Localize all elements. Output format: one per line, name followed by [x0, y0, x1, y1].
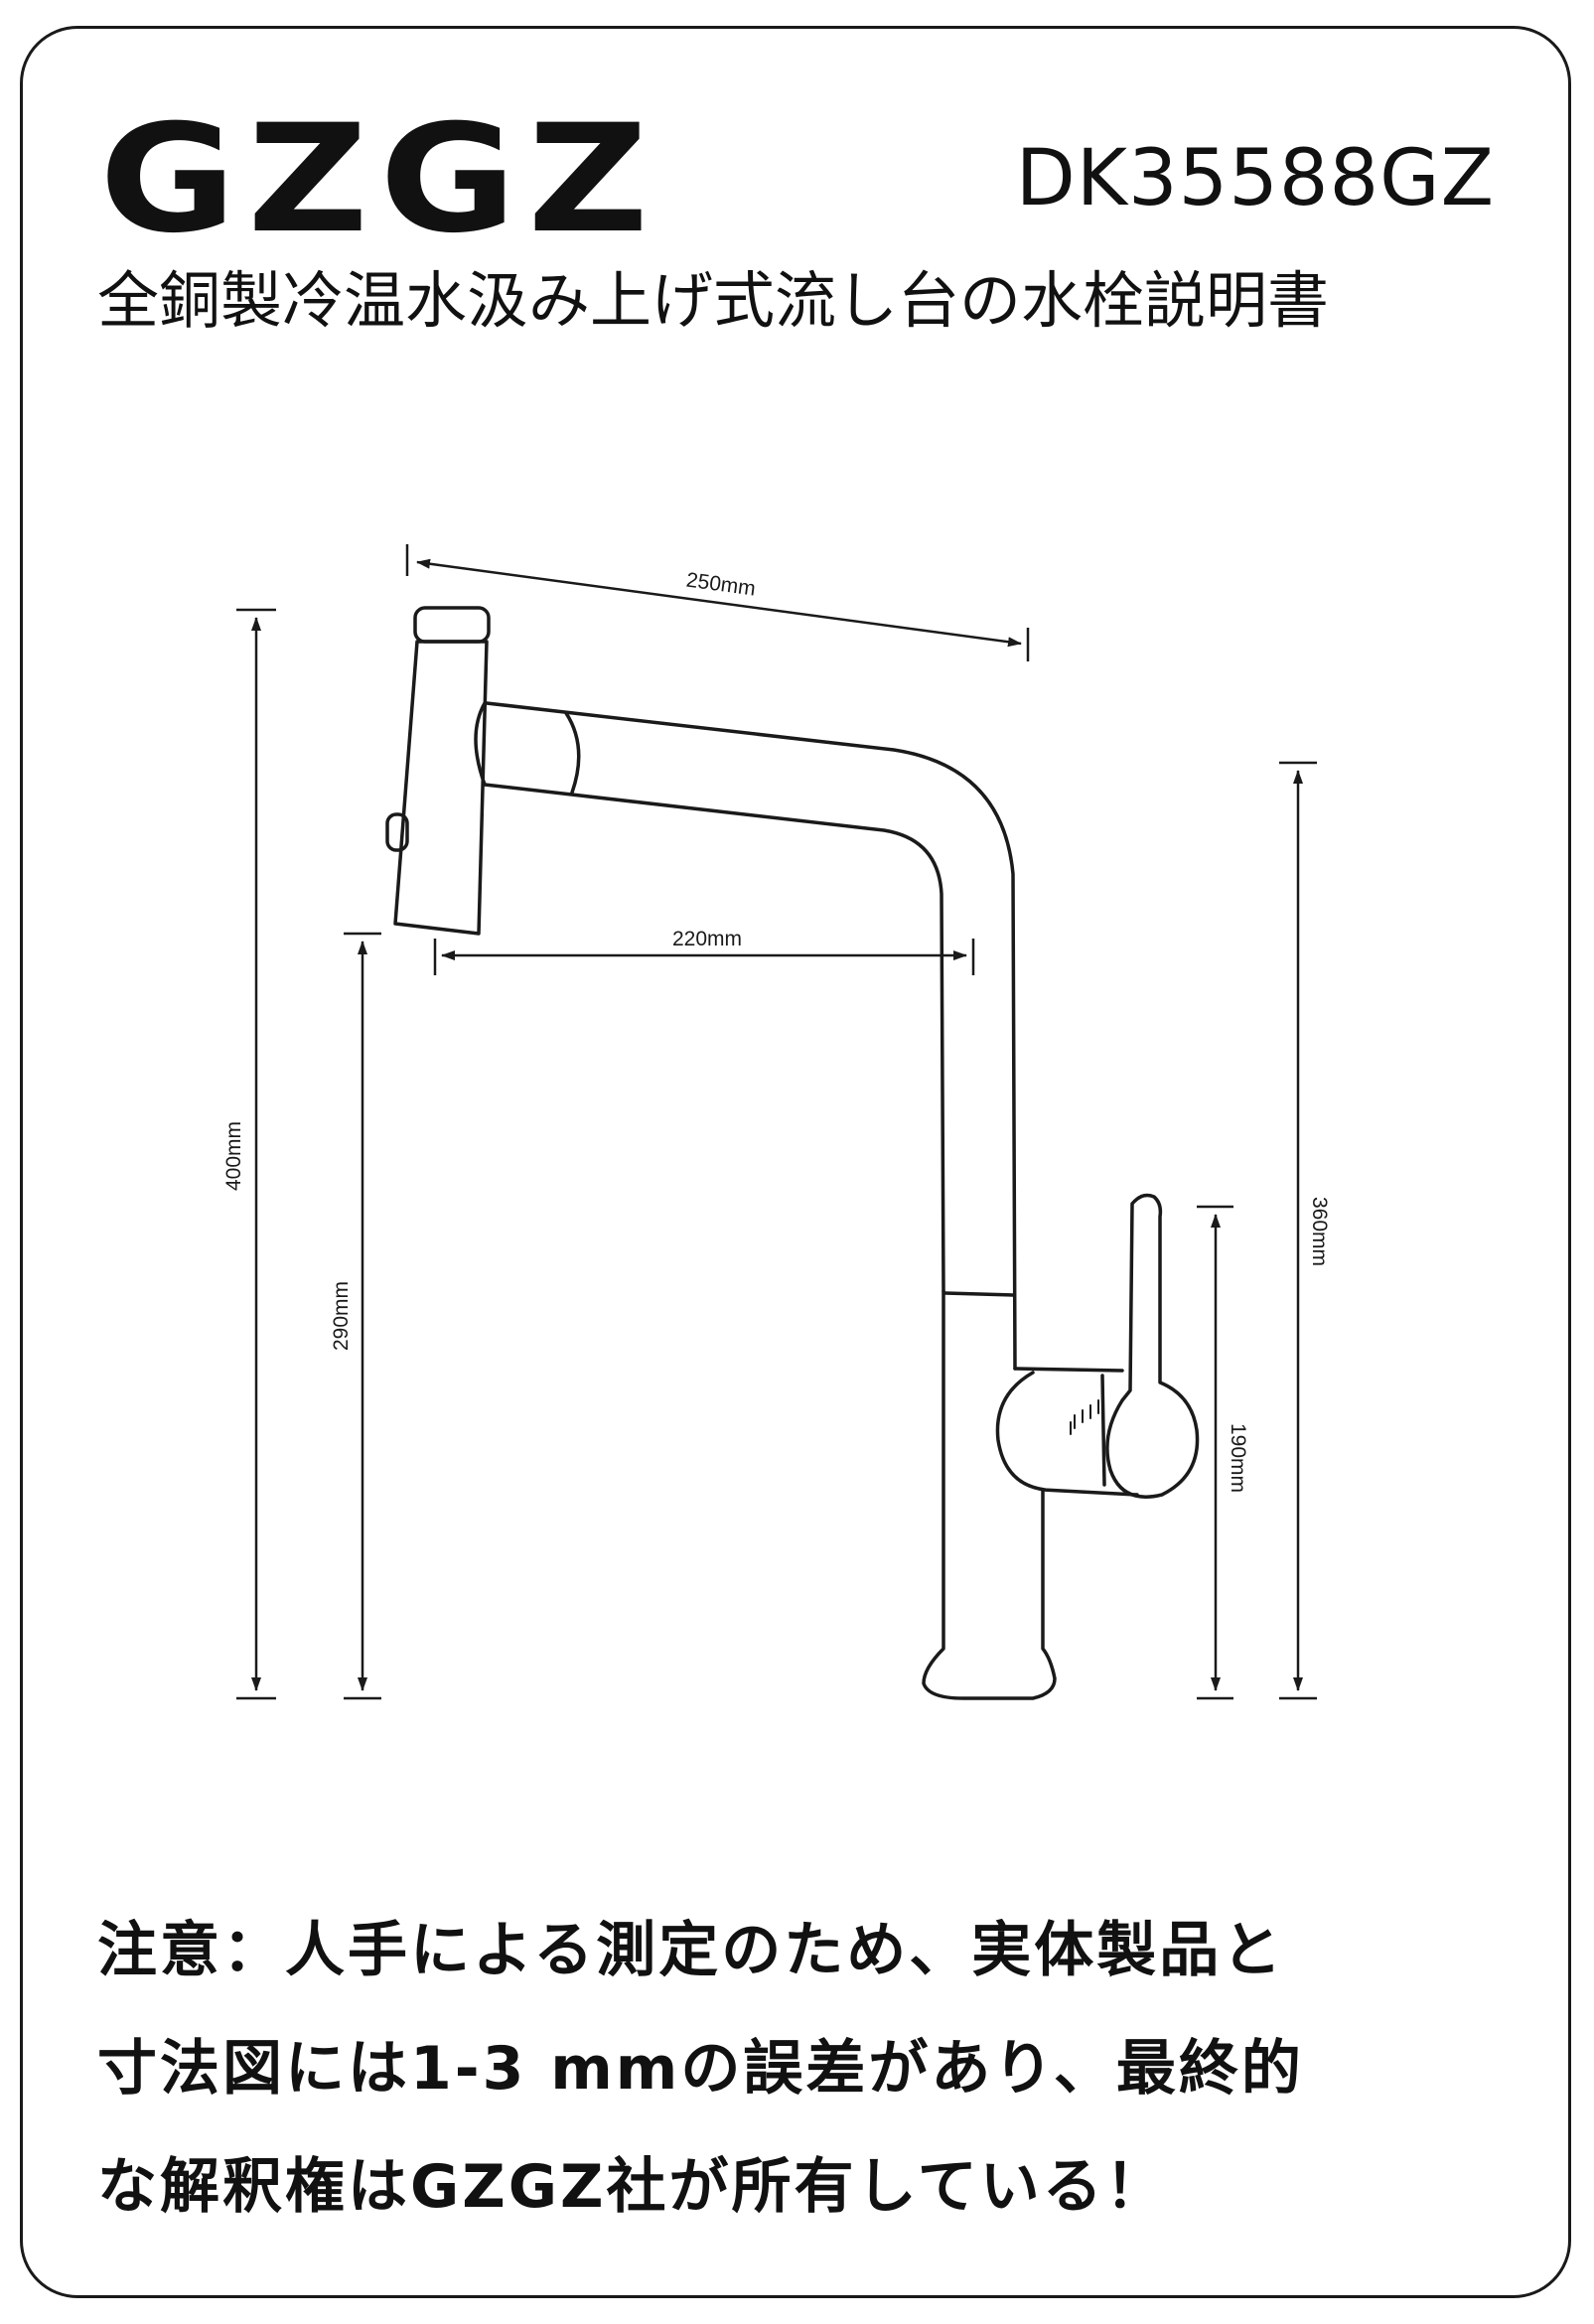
document-frame	[20, 26, 1571, 2298]
dim-360-label: 360mm	[1308, 1197, 1331, 1266]
dim-290-label: 290mm	[330, 1281, 353, 1351]
spout-top	[485, 701, 1017, 1371]
dim-250-label: 250mm	[685, 569, 757, 601]
disclaimer-line-1: 注意：人手による測定のため、実体製品と	[97, 1916, 1285, 1985]
cartridge-housing	[995, 1367, 1139, 1497]
dim-400-label: 400mm	[222, 1121, 245, 1191]
cartridge-cap	[1100, 1374, 1106, 1487]
disclaimer-line-3: な解釈権はGZGZ社が所有している！	[97, 2152, 1168, 2222]
lever-handle	[1105, 1193, 1200, 1499]
dim-250-line	[416, 558, 1022, 648]
faucet-body	[922, 1289, 1057, 1700]
spout-bottom	[483, 783, 945, 1293]
measurement-disclaimer: 注意：人手による測定のため、実体製品と 寸法図には1-3 mmの誤差があり、最終…	[97, 1892, 1508, 2247]
dim-190-label: 190mm	[1227, 1423, 1249, 1493]
spray-head-cap	[413, 606, 491, 644]
spout-band	[474, 701, 487, 787]
disclaimer-line-2: 寸法図には1-3 mmの誤差があり、最終的	[97, 2034, 1304, 2104]
brand-logo-text: GZGZ	[99, 93, 660, 266]
temperature-scale	[1070, 1399, 1099, 1435]
spray-button-icon	[385, 812, 409, 852]
document-title: 全銅製冷温水汲み上げ式流し台の水栓説明書	[97, 264, 1330, 337]
spray-head	[393, 640, 489, 936]
body-joint-line	[943, 1291, 1015, 1297]
spout-joint	[564, 711, 581, 795]
model-number: DK35588GZ	[1015, 134, 1495, 223]
dimension-lines	[236, 544, 1317, 1700]
dim-220-label: 220mm	[672, 928, 742, 950]
faucet-drawing	[385, 606, 1200, 1700]
